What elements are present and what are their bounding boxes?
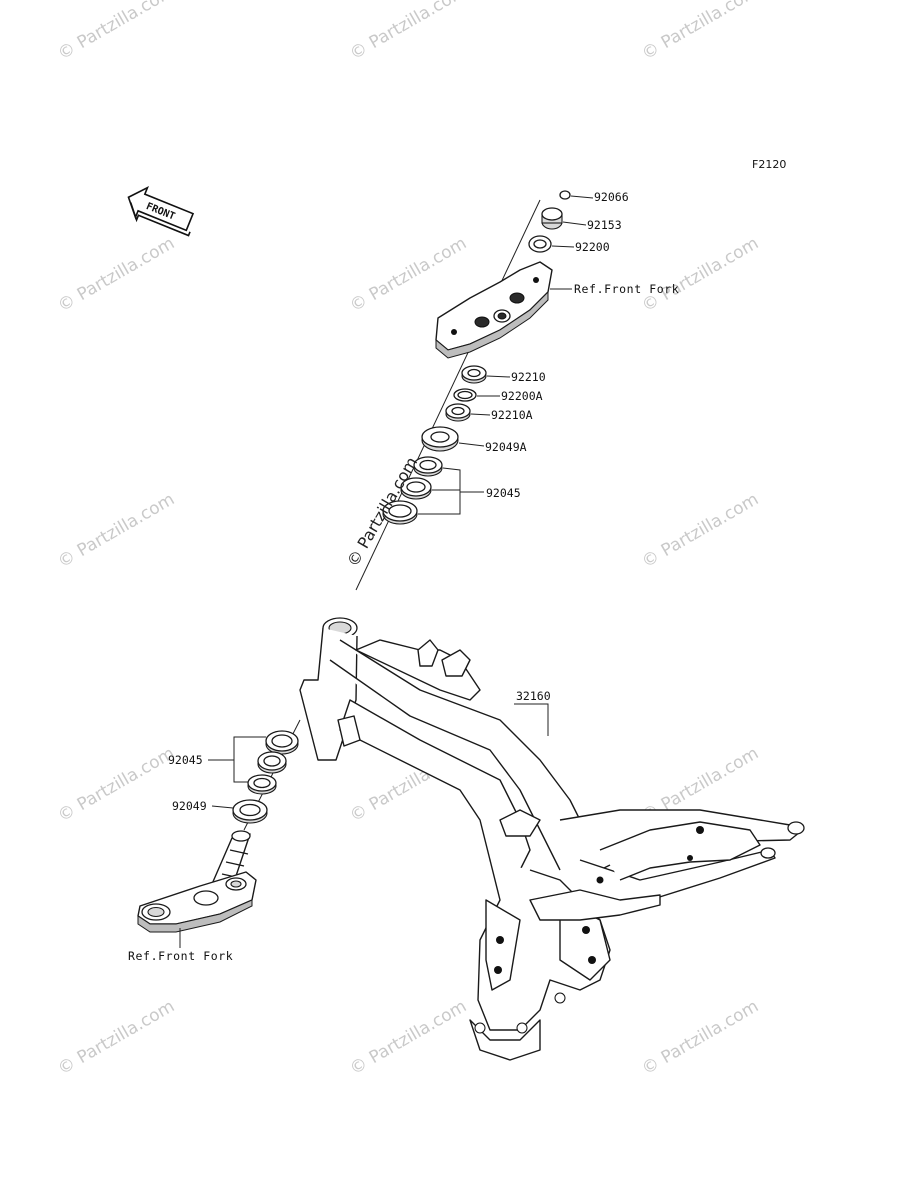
ref-front-fork-top: Ref.Front Fork: [574, 282, 679, 296]
callout-92045-upper: 92045: [486, 486, 521, 500]
watermark-text: © Partzilla.com: [55, 743, 179, 826]
watermark-text: © Partzilla.com: [55, 0, 179, 64]
callout-92049: 92049: [172, 799, 207, 813]
callout-92049A: 92049A: [485, 440, 527, 454]
watermark-text: © Partzilla.com: [639, 233, 763, 316]
upper-triple-clamp[interactable]: [435, 261, 553, 359]
callout-92210A: 92210A: [491, 408, 533, 422]
callout-32160: 32160: [516, 689, 551, 703]
callout-92200: 92200: [575, 240, 610, 254]
part-92210[interactable]: [461, 365, 487, 384]
callout-92210: 92210: [511, 370, 546, 384]
watermark-text: © Partzilla.com: [347, 996, 471, 1079]
front-arrow-icon: FRONT: [127, 185, 195, 237]
watermark-text: © Partzilla.com: [639, 996, 763, 1079]
part-92153[interactable]: [541, 207, 563, 230]
figure-code: F2120: [752, 158, 786, 171]
part-92045-upper[interactable]: [382, 456, 443, 525]
callout-92200A: 92200A: [501, 389, 543, 403]
watermark-text: © Partzilla.com: [639, 489, 763, 572]
callout-92045-lower: 92045: [168, 753, 203, 767]
part-92210A[interactable]: [445, 403, 471, 422]
lower-triple-clamp[interactable]: [137, 830, 257, 933]
part-92200[interactable]: [528, 235, 552, 253]
part-92045-lower[interactable]: [247, 730, 299, 795]
watermark-text: © Partzilla.com: [55, 489, 179, 572]
part-92049A[interactable]: [421, 426, 459, 452]
part-92049[interactable]: [232, 799, 268, 824]
ref-front-fork-bottom: Ref.Front Fork: [128, 949, 233, 963]
watermark-text: © Partzilla.com: [347, 233, 471, 316]
watermark-text: © Partzilla.com: [347, 0, 471, 64]
part-32160-frame[interactable]: [299, 617, 805, 1061]
callout-92066: 92066: [594, 190, 629, 204]
part-92066[interactable]: [559, 190, 571, 200]
watermark-text: © Partzilla.com: [639, 0, 763, 64]
callout-92153: 92153: [587, 218, 622, 232]
part-92200A[interactable]: [453, 388, 477, 402]
watermark-text: © Partzilla.com: [55, 996, 179, 1079]
watermark-text: © Partzilla.com: [55, 233, 179, 316]
